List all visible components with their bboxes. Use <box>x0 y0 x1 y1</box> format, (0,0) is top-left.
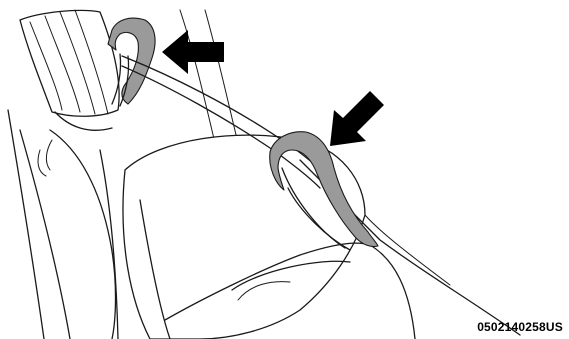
seatback-left <box>8 110 118 339</box>
arrow-icon <box>330 91 384 146</box>
headrest <box>20 10 119 116</box>
arrow-icon <box>162 30 224 74</box>
part-number-label: 0502140258US <box>477 320 563 334</box>
